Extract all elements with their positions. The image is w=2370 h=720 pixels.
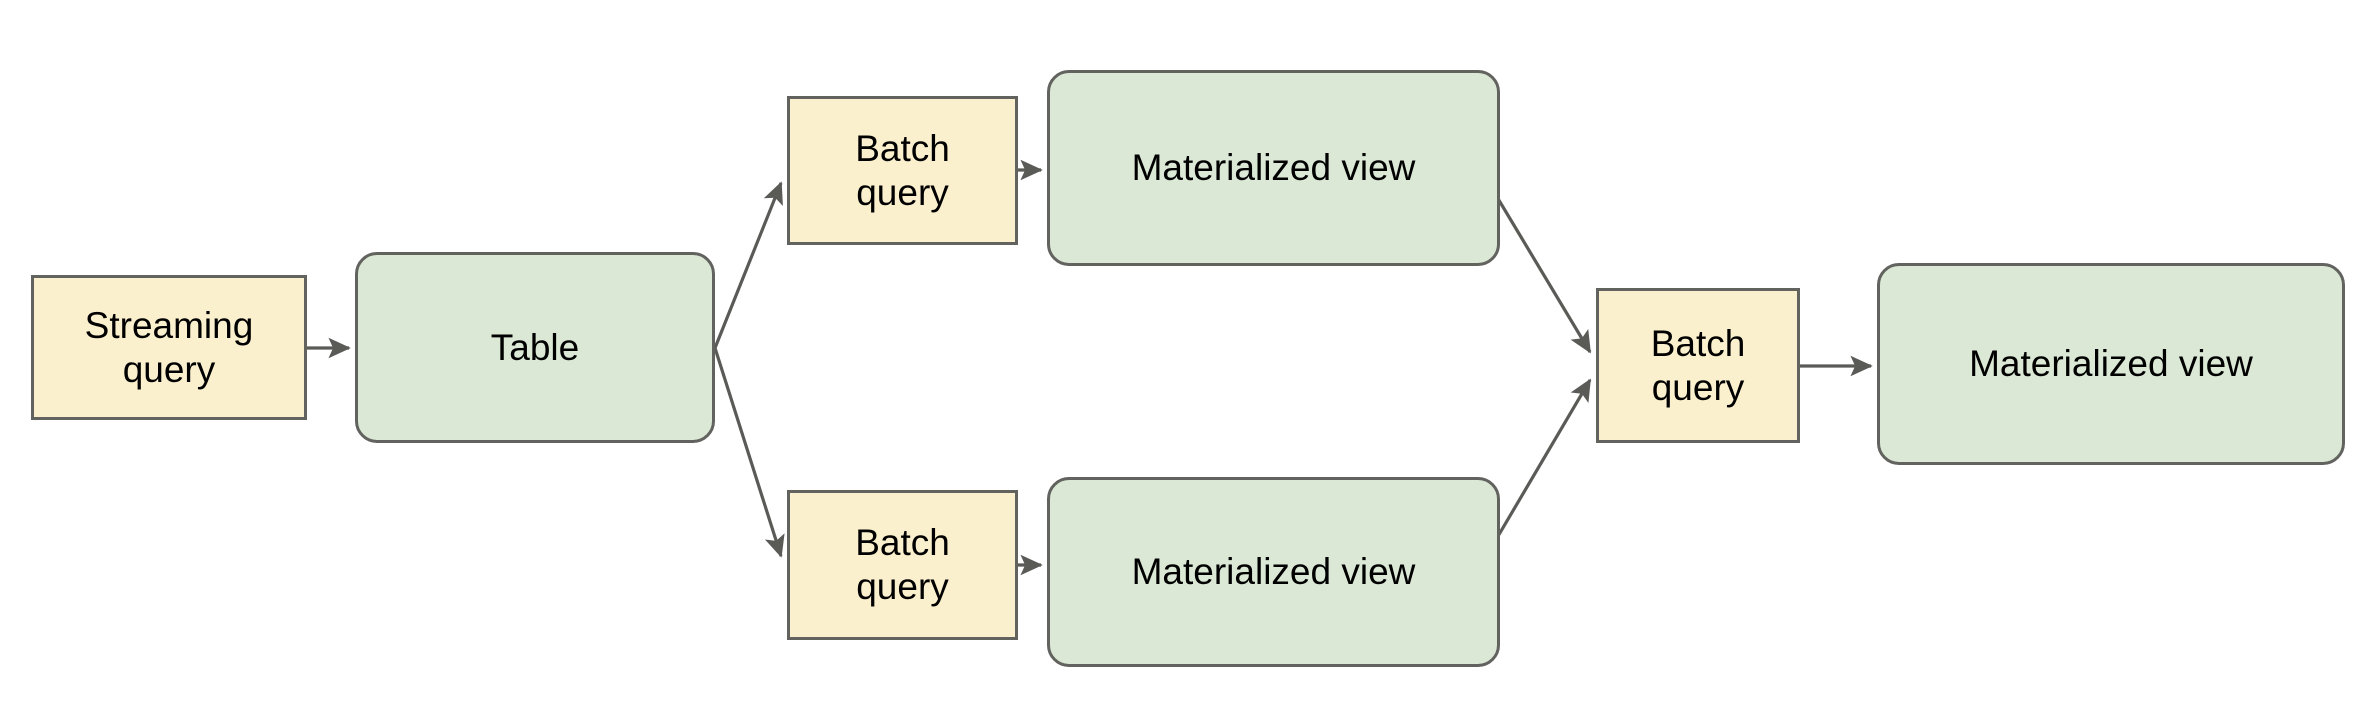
- edge-table-to-batch-query-top: [713, 181, 783, 349]
- node-label-batch-query-right: Batch query: [1650, 322, 1746, 408]
- node-materialized-view-final[interactable]: Materialized view: [1877, 263, 2345, 465]
- edge-materialized-view-top-to-batch-query-right: [1492, 191, 1592, 354]
- edge-materialized-view-bottom-to-batch-query-right: [1492, 378, 1592, 544]
- node-materialized-view-top[interactable]: Materialized view: [1047, 70, 1500, 266]
- node-batch-query-bottom[interactable]: Batch query: [787, 490, 1018, 640]
- node-label-batch-query-top: Batch query: [855, 127, 950, 213]
- node-label-materialized-view-top: Materialized view: [1131, 147, 1416, 189]
- node-label-batch-query-bottom: Batch query: [855, 522, 950, 607]
- node-label-table: Table: [490, 326, 580, 368]
- node-batch-query-right[interactable]: Batch query: [1596, 288, 1800, 443]
- node-batch-query-top[interactable]: Batch query: [787, 96, 1018, 245]
- node-label-materialized-view-final: Materialized view: [1969, 343, 2253, 385]
- node-label-materialized-view-bottom: Materialized view: [1131, 551, 1416, 593]
- node-materialized-view-bottom[interactable]: Materialized view: [1047, 477, 1500, 667]
- node-label-streaming-query: Streaming query: [84, 304, 254, 390]
- node-table[interactable]: Table: [355, 252, 715, 443]
- node-streaming-query[interactable]: Streaming query: [31, 275, 307, 420]
- edge-table-to-batch-query-bottom: [713, 347, 785, 558]
